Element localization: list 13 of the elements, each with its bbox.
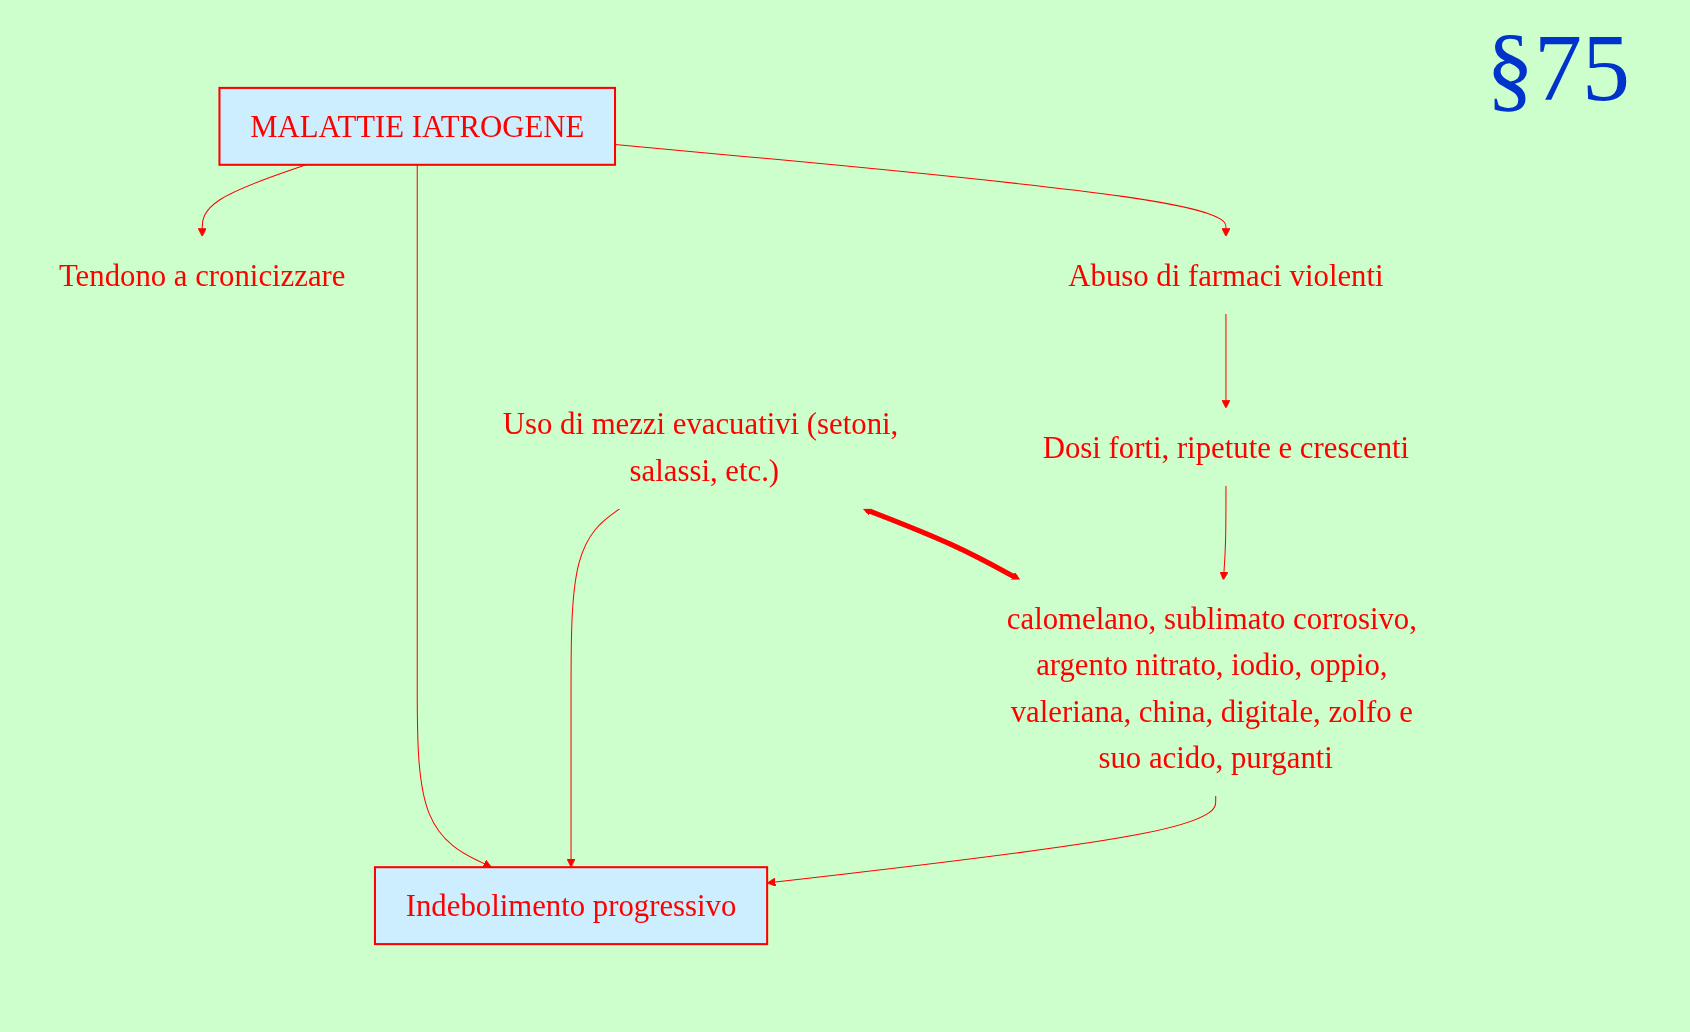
node-text: Dosi forti, ripetute e crescenti xyxy=(1042,429,1410,464)
node-text: calomelano, sublimato corrosivo, argento nitrato, iodio, oppio, valeriana, china, digitale, zolfo e suo acido, purganti xyxy=(1006,601,1417,774)
node-box: MALATTIE IATROGENE xyxy=(218,86,617,166)
node-text: Uso di mezzi evacuativi (setoni, salassi, etc.) xyxy=(502,406,899,487)
arrow xyxy=(1219,484,1229,581)
arrow xyxy=(862,507,1021,581)
node-text: Abuso di farmaci violenti xyxy=(1068,258,1384,292)
arrow xyxy=(566,507,621,868)
section-number: §75 xyxy=(1486,20,1630,116)
arrow xyxy=(416,164,492,868)
node-box: Indebolimento progressivo xyxy=(373,866,769,946)
node-text: Tendono a cronicizzare xyxy=(58,258,346,292)
arrow xyxy=(1221,312,1231,409)
